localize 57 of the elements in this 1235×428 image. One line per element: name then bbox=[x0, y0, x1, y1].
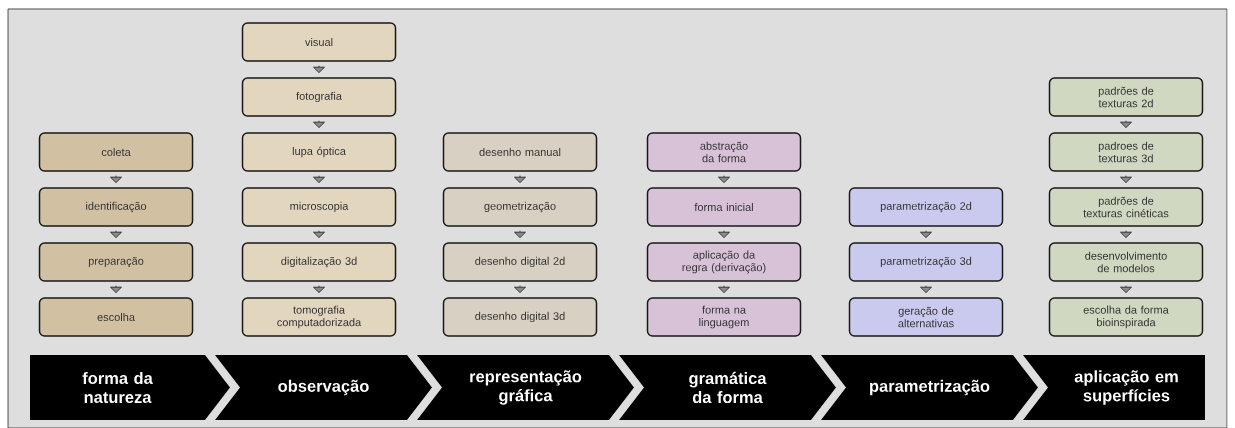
process-box: digitalização 3d bbox=[241, 242, 397, 282]
process-box: escolha bbox=[38, 297, 194, 337]
process-box: preparação bbox=[38, 242, 194, 282]
arrow bbox=[718, 230, 730, 239]
process-box: aplicação da regra (derivação) bbox=[646, 242, 802, 282]
process-box: forma na linguagem bbox=[646, 297, 802, 337]
process-box: parametrização 3d bbox=[848, 242, 1004, 282]
process-box: fotografia bbox=[241, 77, 397, 117]
process-box: padrões de texturas cinéticas bbox=[1048, 187, 1204, 227]
process-box: desenho manual bbox=[442, 132, 598, 172]
arrow bbox=[313, 175, 325, 184]
node-label: aplicação em superfícies bbox=[1074, 370, 1178, 405]
process-box: forma inicial bbox=[646, 187, 802, 227]
chevron-step: observação bbox=[215, 355, 432, 420]
node-label: representação gráfica bbox=[470, 370, 582, 405]
node-label: observação bbox=[278, 379, 369, 396]
arrow bbox=[514, 230, 526, 239]
chevron-step: representação gráfica bbox=[417, 355, 634, 420]
arrow bbox=[110, 175, 122, 184]
process-box: escolha da forma bioinspirada bbox=[1048, 297, 1204, 337]
arrow bbox=[313, 285, 325, 294]
arrow bbox=[1120, 285, 1132, 294]
node-label: gramática da forma bbox=[689, 371, 767, 404]
process-box: desenvolvimento de modelos bbox=[1048, 242, 1204, 282]
process-box: identificação bbox=[38, 187, 194, 227]
arrow bbox=[514, 175, 526, 184]
arrow bbox=[313, 120, 325, 129]
arrow bbox=[313, 65, 325, 74]
arrow bbox=[718, 175, 730, 184]
process-box: lupa óptica bbox=[241, 132, 397, 172]
process-box: padroes de texturas 3d bbox=[1048, 132, 1204, 172]
arrow bbox=[313, 230, 325, 239]
arrow bbox=[1120, 120, 1132, 129]
arrow bbox=[1120, 230, 1132, 239]
process-box: microscopia bbox=[241, 187, 397, 227]
arrow bbox=[920, 230, 932, 239]
arrow bbox=[514, 285, 526, 294]
process-box: parametrização 2d bbox=[848, 187, 1004, 227]
chevron-step: gramática da forma bbox=[619, 355, 836, 420]
arrow bbox=[110, 285, 122, 294]
chevron-step: parametrização bbox=[821, 355, 1038, 420]
process-box: padrões de texturas 2d bbox=[1048, 77, 1204, 117]
arrow bbox=[110, 230, 122, 239]
arrow bbox=[718, 285, 730, 294]
chevron-step: forma da natureza bbox=[30, 355, 230, 420]
process-box: geração de alternativas bbox=[848, 297, 1004, 337]
process-box: geometrização bbox=[442, 187, 598, 227]
node-label: parametrização bbox=[870, 379, 990, 396]
process-box: coleta bbox=[38, 132, 194, 172]
process-box: desenho digital 2d bbox=[442, 242, 598, 282]
process-box: tomografia computadorizada bbox=[241, 297, 397, 337]
process-box: desenho digital 3d bbox=[442, 297, 598, 337]
arrow bbox=[1120, 175, 1132, 184]
node-label: forma da natureza bbox=[82, 371, 153, 404]
process-box: visual bbox=[241, 22, 397, 62]
process-box: abstração da forma bbox=[646, 132, 802, 172]
arrow bbox=[920, 285, 932, 294]
